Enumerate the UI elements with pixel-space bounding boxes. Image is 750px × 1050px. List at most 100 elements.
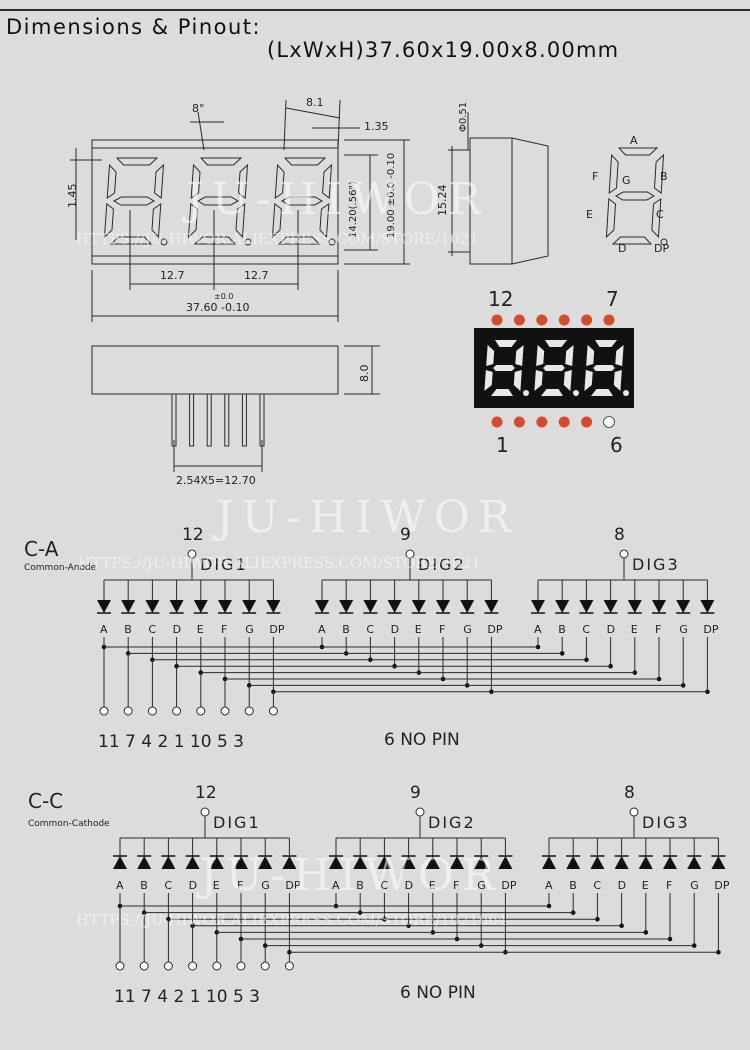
- display-segment: [536, 345, 545, 366]
- header-rule: [0, 9, 750, 11]
- length-tol-label: ±0.0: [214, 292, 233, 301]
- segment-label: F: [655, 623, 661, 636]
- front-segment: [109, 236, 153, 245]
- diode: [218, 600, 232, 613]
- segment-label: E: [197, 623, 204, 636]
- segment-label: F: [666, 879, 672, 892]
- segment-label: B: [124, 623, 132, 636]
- pin-dot: [536, 416, 548, 428]
- diode: [193, 600, 208, 613]
- front-segment: [283, 157, 327, 166]
- pin-dot: [603, 314, 615, 326]
- pin-terminal: [244, 706, 254, 716]
- pin-terminal: [268, 706, 278, 716]
- digit-pitch-label: 12.7: [244, 269, 269, 282]
- diode: [676, 600, 691, 613]
- diode: [590, 856, 605, 869]
- pin-dot: [581, 314, 593, 326]
- segment-label: A: [545, 879, 553, 892]
- pitch-top-label: 8.1: [306, 96, 324, 109]
- display-segment: [495, 340, 517, 347]
- front-segment: [611, 236, 653, 245]
- pin-dot: [581, 416, 593, 428]
- front-segment: [651, 198, 662, 239]
- display-digits: [484, 340, 629, 396]
- pin-dot: [558, 314, 570, 326]
- diode: [329, 856, 343, 869]
- segment-label: D: [405, 879, 413, 892]
- segment-label: D: [391, 623, 399, 636]
- pin-dot: [513, 314, 525, 326]
- segment-label: A: [100, 623, 108, 636]
- segment-label: C: [582, 623, 590, 636]
- dim-line: [283, 99, 287, 151]
- pin-lead: [224, 393, 230, 447]
- segment-label: G: [463, 623, 472, 636]
- front-segment: [605, 198, 617, 239]
- segment-label: DP: [703, 623, 718, 636]
- pin-terminal: [99, 706, 109, 716]
- display-segment: [513, 370, 522, 391]
- segment-label: E: [631, 623, 638, 636]
- front-segment: [112, 196, 156, 206]
- digit-height-label: 14.20(.56"): [348, 181, 359, 238]
- diode: [113, 856, 127, 869]
- front-segment: [103, 203, 114, 239]
- seg-gap-label: 1.35: [364, 120, 389, 133]
- pin-dot: [491, 416, 503, 428]
- pin-terminal: [260, 961, 270, 971]
- bottom-body: [91, 345, 339, 395]
- diode: [377, 856, 392, 869]
- pin-lead: [189, 393, 195, 447]
- segment-label: B: [660, 170, 668, 183]
- display-segment: [541, 389, 563, 396]
- front-segment: [614, 191, 656, 201]
- diode: [652, 600, 666, 613]
- display-segment: [486, 345, 495, 366]
- diode: [234, 856, 248, 869]
- segment-label: B: [558, 623, 566, 636]
- pin-terminal: [236, 961, 246, 971]
- bottom-dim-labels: 8.0 2.54X5=12.70: [176, 365, 371, 488]
- diode: [282, 856, 297, 869]
- watermarks: JU-HIWOR HTTPS://JU-HIWOR.ALIEXPRESS.COM…: [76, 174, 511, 929]
- diode: [555, 600, 570, 613]
- diode: [450, 856, 464, 869]
- diode: [411, 600, 426, 613]
- diode: [638, 856, 653, 869]
- segment-label: G: [622, 174, 631, 187]
- digit-pin-number: 9: [400, 525, 411, 545]
- front-dp: [160, 238, 168, 246]
- segment-label: B: [569, 879, 577, 892]
- display-illustration: 12 7 1 6: [474, 287, 634, 457]
- pin-numbers: 11 7 4 2 1 10 5 3: [114, 987, 260, 1007]
- watermark-brand: JU-HIWOR: [182, 174, 489, 225]
- display-segment: [484, 370, 493, 391]
- diode: [663, 856, 677, 869]
- display-segment: [584, 370, 593, 391]
- digit-label: DIG2: [428, 813, 476, 832]
- diode: [185, 856, 200, 869]
- diode: [531, 600, 545, 613]
- pin-dots-top: [491, 314, 615, 326]
- pin-terminal: [163, 961, 173, 971]
- front-segment: [322, 163, 333, 199]
- left-offset-label: 1.45: [66, 184, 79, 209]
- digit-label: DIG3: [642, 813, 690, 832]
- pin-terminal: [212, 961, 222, 971]
- segment-label: F: [221, 623, 227, 636]
- pin-dot: [491, 314, 503, 326]
- segment-label: C: [593, 879, 601, 892]
- segment-label: E: [429, 879, 436, 892]
- front-dp: [244, 238, 252, 246]
- digit-pin: [629, 807, 639, 817]
- segment-label: G: [261, 879, 270, 892]
- diode: [484, 600, 499, 613]
- diode: [97, 600, 111, 613]
- segment-label: F: [453, 879, 459, 892]
- watermark-url: HTTPS://JU-HIWOR.ALIEXPRESS.COM/STORE/10…: [76, 230, 479, 248]
- front-segment: [196, 196, 240, 206]
